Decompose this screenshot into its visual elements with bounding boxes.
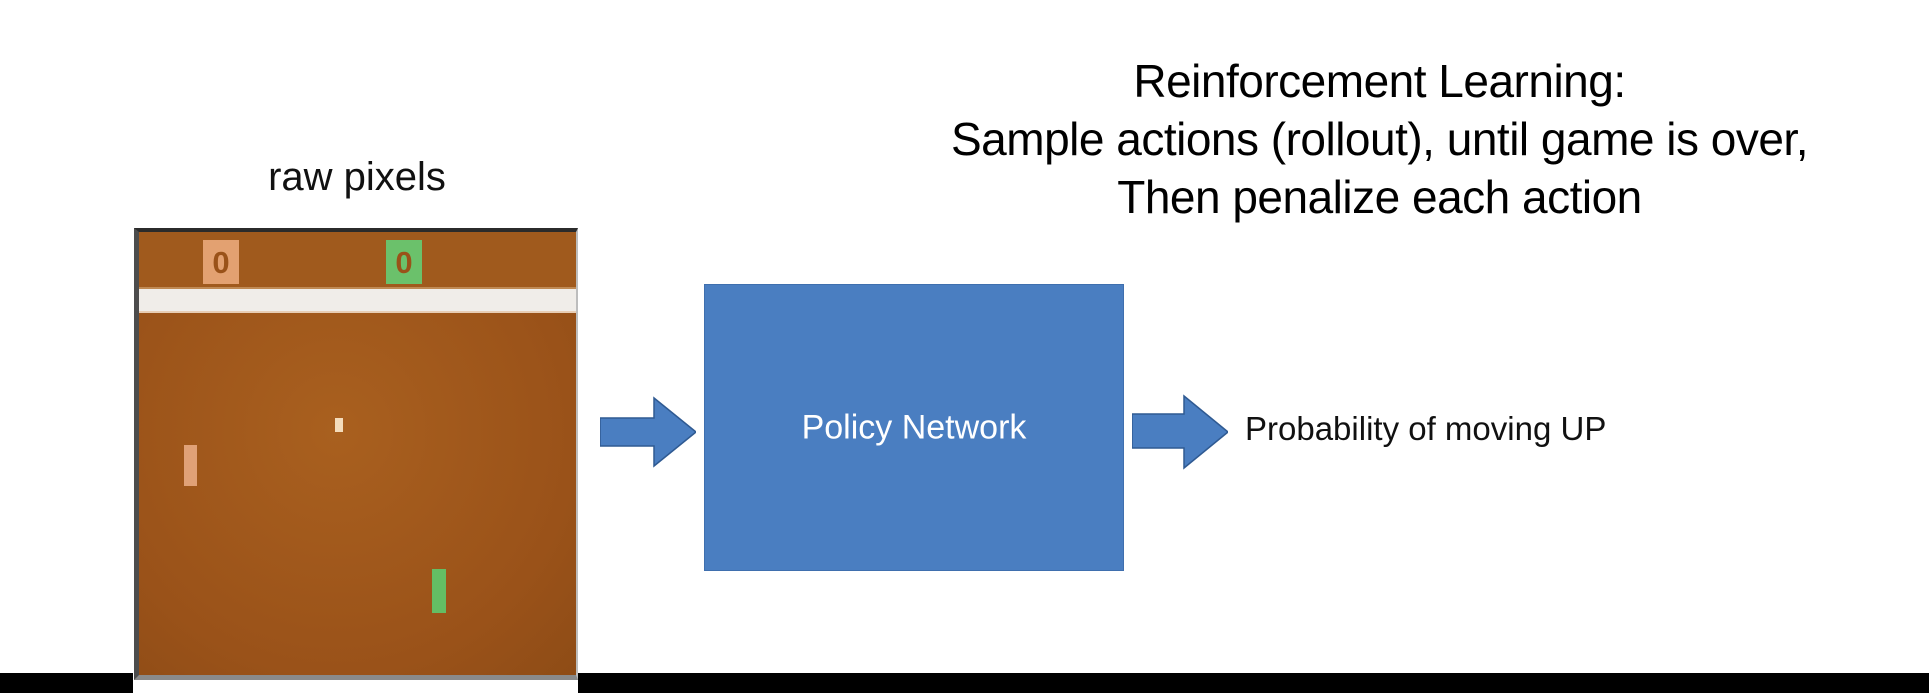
headline-line-2: Sample actions (rollout), until game is … [950, 113, 1809, 165]
raw-pixels-caption: raw pixels [268, 155, 446, 199]
headline-line-3: Then penalize each action [1117, 171, 1642, 223]
pong-score-left: 0 [203, 240, 239, 284]
pong-playfield: 0 0 [139, 232, 576, 675]
output-label: Probability of moving UP [1245, 410, 1607, 447]
pong-score-right: 0 [386, 240, 422, 284]
letterbox-bar-right [578, 673, 1929, 693]
pong-game-screenshot: 0 0 [134, 228, 578, 680]
right-arrow-icon [1131, 394, 1230, 470]
right-arrow-icon [599, 396, 698, 468]
pong-paddle-right [432, 569, 446, 613]
policy-network-box: Policy Network [704, 284, 1124, 571]
headline-line-1: Reinforcement Learning: [1133, 55, 1626, 107]
pong-paddle-left [184, 445, 197, 486]
policy-network-label: Policy Network [801, 408, 1027, 446]
pong-divider-bar [139, 289, 576, 311]
letterbox-bar-left [0, 673, 133, 693]
pong-ball [335, 418, 343, 432]
headline-text: Reinforcement Learning: Sample actions (… [830, 52, 1929, 226]
